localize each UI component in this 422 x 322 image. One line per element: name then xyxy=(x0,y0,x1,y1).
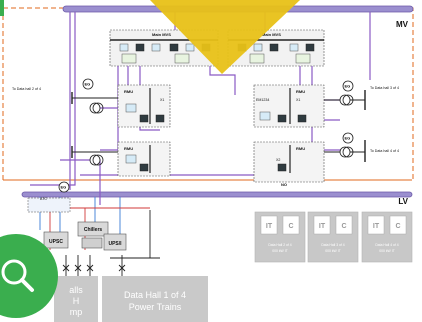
chillers-label: Chillers xyxy=(84,227,103,233)
x1-label-right-top: X1 xyxy=(296,98,300,102)
lv-bus-label: LV xyxy=(398,197,408,206)
rmu-panel-left-bottom xyxy=(117,141,171,177)
it-room-box xyxy=(260,215,278,235)
cooling-label: C xyxy=(341,223,346,230)
data-hall-caption: 000 kW IT xyxy=(325,249,340,253)
cooling-box xyxy=(282,215,300,235)
data-hall-caption: Data Hall 3 of 4 xyxy=(321,243,344,247)
bottom-left-line-1: alls xyxy=(69,285,83,295)
ats-panel xyxy=(27,197,71,213)
it-room-label: IT xyxy=(373,223,380,230)
normally-open-label: NO xyxy=(281,182,287,187)
search-icon[interactable] xyxy=(0,234,58,318)
data-hall-tile: IT C Data Hall 4 of 4 000 kW IT xyxy=(361,211,413,263)
it-room-label: IT xyxy=(319,223,326,230)
it-room-box xyxy=(367,215,385,235)
data-hall-tile: IT C Data Hall 2 of 4 000 kW IT xyxy=(254,211,306,263)
cooling-label: C xyxy=(395,223,400,230)
x2-label: X2 xyxy=(276,158,280,162)
rmu-label-left-top: RMU xyxy=(124,89,133,94)
bottom-left-line-2: H xyxy=(73,296,80,306)
bottom-right-box xyxy=(102,276,208,322)
bottom-left-line-3: mp xyxy=(70,307,83,317)
cooling-label: C xyxy=(288,223,293,230)
triangle-down-icon[interactable] xyxy=(150,0,300,74)
svg-text:EG: EG xyxy=(85,82,91,87)
data-hall-caption: 000 kW IT xyxy=(379,249,394,253)
to-hall-4-label: To Data hall 4 of 4 xyxy=(370,149,399,153)
data-hall-caption: Data Hall 4 of 4 xyxy=(375,243,398,247)
rmu-panel-left-top xyxy=(117,84,171,128)
rmu-label-right-bottom: RMU xyxy=(296,146,305,151)
feeder-left-top: EG xyxy=(71,78,118,114)
bottom-right-line-2: Power Trains xyxy=(129,302,182,312)
feeder-left-bottom xyxy=(71,146,118,166)
ats-label: ATC xyxy=(40,197,47,201)
to-hall-3-label: To Data hall 3 of 4 xyxy=(370,86,399,90)
svg-text:EG: EG xyxy=(345,136,351,141)
cooling-box xyxy=(335,215,353,235)
edge-strip xyxy=(0,0,4,16)
upsc-cabinet xyxy=(43,231,69,249)
mv-bus-label: MV xyxy=(396,20,409,29)
it-room-box xyxy=(313,215,331,235)
rmu-panel-right-top xyxy=(253,84,325,128)
upsn-label: UPS/I xyxy=(108,241,122,247)
bottom-left-box xyxy=(54,276,98,322)
data-hall-caption: 000 kW IT xyxy=(272,249,287,253)
feeder-right-bottom: EG xyxy=(324,132,366,162)
to-hall-2-label: To Data hall 2 of 4 xyxy=(12,87,41,91)
em-label: EM1234 xyxy=(256,98,269,102)
bottom-right-line-1: Data Hall 1 of 4 xyxy=(124,290,186,300)
data-hall-tile: IT C Data Hall 3 of 4 000 kW IT xyxy=(307,211,359,263)
upsc-label: UPSC xyxy=(49,239,63,245)
lv-busbar xyxy=(21,191,413,198)
data-halls: IT C Data Hall 2 of 4 000 kW IT IT C Data Hall… xyxy=(254,211,413,263)
main-mvs-b-label: Main MVS xyxy=(262,32,281,37)
feeder-right-top: EG xyxy=(324,80,366,110)
lv-breakers xyxy=(62,210,160,278)
svg-text:EG: EG xyxy=(345,84,351,89)
eg-generator-lv xyxy=(58,181,70,193)
data-hall-caption: Data Hall 2 of 4 xyxy=(268,243,291,247)
cooling-box xyxy=(389,215,407,235)
rmu-label-left-bottom: RMU xyxy=(124,146,133,151)
it-room-label: IT xyxy=(266,223,273,230)
upsn-cabinet xyxy=(103,233,127,251)
eg-label-lv: EG xyxy=(61,185,67,190)
chillers-cabinet xyxy=(77,221,109,249)
rmu-label-right-top: RMU xyxy=(296,89,305,94)
rmu-panel-right-bottom xyxy=(253,141,325,183)
x1-label-left-top: X1 xyxy=(160,98,164,102)
main-mvs-a-label: Main MVS xyxy=(152,32,171,37)
